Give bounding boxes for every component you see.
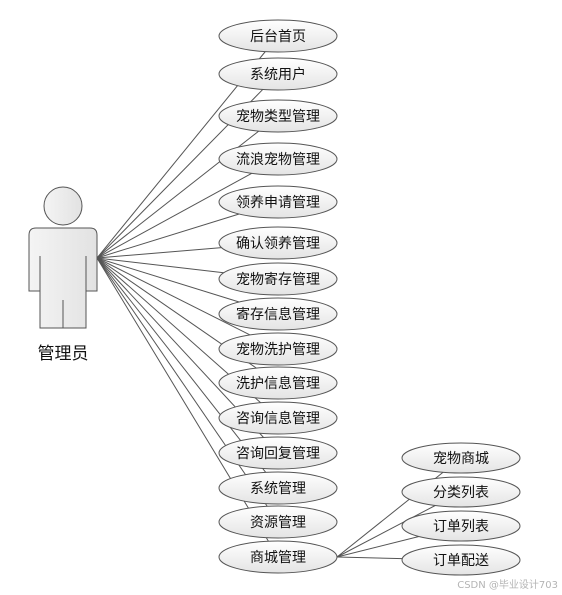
- use-case-2-ellipse: [218, 99, 338, 133]
- use-case-0-ellipse: [218, 19, 338, 53]
- use-case-6-label: 宠物寄存管理: [236, 271, 320, 288]
- association-line-7: [96, 257, 240, 303]
- mall-sub-line-2: [336, 536, 420, 558]
- use-case-6: 宠物寄存管理: [218, 262, 338, 296]
- use-case-0-label: 后台首页: [250, 29, 306, 45]
- mall-sub-use-case-0-label: 宠物商城: [433, 451, 489, 467]
- mall-sub-use-case-3-ellipse: [401, 544, 521, 576]
- use-case-14-label: 商城管理: [250, 550, 306, 566]
- use-case-4-ellipse: [218, 185, 338, 219]
- association-line-5: [96, 247, 222, 259]
- use-case-2: 宠物类型管理: [218, 99, 338, 133]
- mall-sub-use-case-2-ellipse: [401, 510, 521, 542]
- use-case-7-label: 寄存信息管理: [236, 306, 320, 323]
- mall-sub-line-3: [336, 556, 403, 560]
- association-line-8: [96, 257, 251, 336]
- mall-sub-line-1: [336, 505, 436, 558]
- use-case-1-label: 系统用户: [250, 66, 306, 83]
- use-case-3-label: 流浪宠物管理: [236, 152, 320, 168]
- mall-sub-use-case-1-ellipse: [401, 476, 521, 508]
- use-case-10-label: 咨询信息管理: [236, 410, 320, 427]
- actor-label: 管理员: [38, 344, 89, 364]
- use-case-8: 宠物洗护管理: [218, 332, 338, 366]
- use-case-3-ellipse: [218, 142, 338, 176]
- use-case-12-ellipse: [218, 471, 338, 505]
- use-case-14: 商城管理: [218, 540, 338, 574]
- use-case-7: 寄存信息管理: [218, 297, 338, 331]
- use-case-9: 洗护信息管理: [218, 366, 338, 400]
- watermark: CSDN @毕业设计703: [457, 580, 558, 591]
- use-case-1: 系统用户: [218, 57, 338, 91]
- use-case-0: 后台首页: [218, 19, 338, 53]
- use-case-5-label: 确认领养管理: [236, 236, 320, 252]
- mall-sub-use-case-3-label: 订单配送: [433, 553, 489, 569]
- use-case-1-ellipse: [218, 57, 338, 91]
- use-case-13: 资源管理: [218, 505, 338, 539]
- use-case-13-ellipse: [218, 505, 338, 539]
- use-case-6-ellipse: [218, 262, 338, 296]
- mall-sub-use-case-2-label: 订单列表: [433, 519, 489, 535]
- use-case-list: 后台首页系统用户宠物类型管理流浪宠物管理领养申请管理确认领养管理宠物寄存管理寄存…: [218, 19, 338, 574]
- use-case-9-label: 洗护信息管理: [236, 375, 320, 392]
- mall-sub-use-case-0: 宠物商城: [401, 442, 521, 474]
- use-case-11: 咨询回复管理: [218, 436, 338, 470]
- association-line-6: [96, 257, 224, 274]
- association-line-4: [96, 213, 240, 259]
- association-line-12: [96, 257, 267, 473]
- actor-admin: 管理员: [28, 186, 98, 364]
- use-case-8-ellipse: [218, 332, 338, 366]
- use-case-8-label: 宠物洗护管理: [236, 342, 320, 358]
- use-case-4: 领养申请管理: [218, 185, 338, 219]
- actor-head: [43, 186, 83, 226]
- mall-sub-use-case-1: 分类列表: [401, 476, 521, 508]
- use-case-14-ellipse: [218, 540, 338, 574]
- mall-sub-use-case-2: 订单列表: [401, 510, 521, 542]
- actor-body: [28, 227, 98, 329]
- mall-sub-use-case-1-label: 分类列表: [433, 485, 489, 501]
- use-case-5: 确认领养管理: [218, 226, 338, 260]
- use-case-12-label: 系统管理: [250, 481, 306, 497]
- use-case-13-label: 资源管理: [250, 515, 306, 531]
- use-case-7-ellipse: [218, 297, 338, 331]
- use-case-9-ellipse: [218, 366, 338, 400]
- association-line-3: [96, 172, 253, 259]
- use-case-2-label: 宠物类型管理: [236, 109, 320, 125]
- use-case-12: 系统管理: [218, 471, 338, 505]
- mall-sub-use-case-3: 订单配送: [401, 544, 521, 576]
- mall-sub-use-case-0-ellipse: [401, 442, 521, 474]
- use-case-11-label: 咨询回复管理: [236, 445, 320, 462]
- use-case-3: 流浪宠物管理: [218, 142, 338, 176]
- use-case-11-ellipse: [218, 436, 338, 470]
- use-case-4-label: 领养申请管理: [236, 195, 320, 211]
- use-case-10: 咨询信息管理: [218, 401, 338, 435]
- use-case-10-ellipse: [218, 401, 338, 435]
- use-case-5-ellipse: [218, 226, 338, 260]
